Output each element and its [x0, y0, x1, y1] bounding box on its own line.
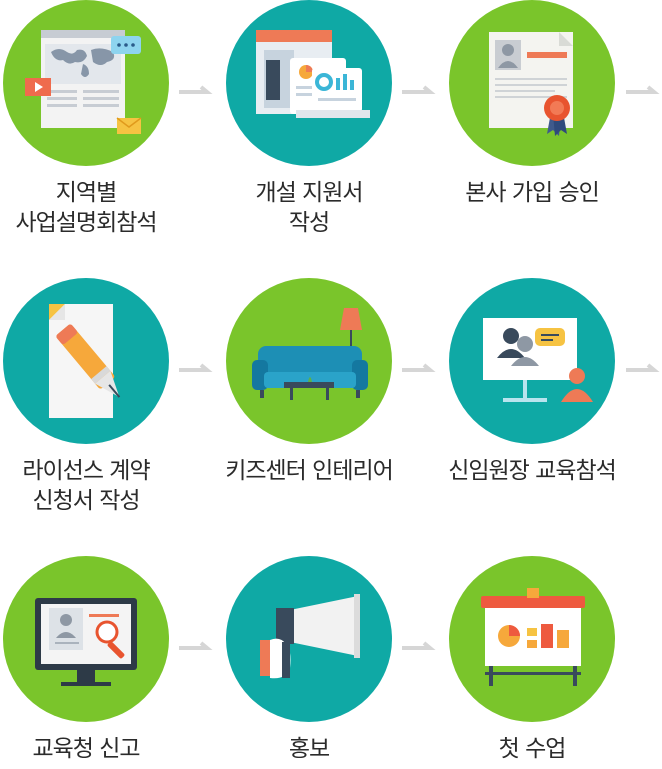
arrow-right-icon [400, 358, 440, 378]
arrow-right-icon [177, 358, 217, 378]
step-label: 첫 수업 [498, 736, 567, 762]
world-map-presentation-icon [3, 0, 169, 166]
step-label: 지역별 사업설명회참석 [15, 180, 157, 236]
megaphone-icon [226, 556, 392, 722]
arrow-right-icon [400, 636, 440, 656]
training-session-icon [449, 278, 615, 444]
presentation-board-icon [449, 556, 615, 722]
step-label: 본사 가입 승인 [465, 180, 600, 206]
monitor-search-icon [3, 556, 169, 722]
arrow-right-icon [177, 80, 217, 100]
step-label: 신임원장 교육참석 [448, 458, 617, 484]
sofa-interior-icon [226, 278, 392, 444]
certificate-approval-icon [449, 0, 615, 166]
arrow-right-icon [624, 358, 662, 378]
application-documents-icon [226, 0, 392, 166]
step-label: 키즈센터 인테리어 [225, 458, 394, 484]
step-label: 라이선스 계약 신청서 작성 [22, 458, 150, 514]
arrow-right-icon [624, 80, 662, 100]
step-label: 교육청 신고 [32, 736, 140, 762]
fountain-pen-contract-icon [3, 278, 169, 444]
step-label: 개설 지원서 작성 [255, 180, 363, 236]
arrow-right-icon [177, 636, 217, 656]
arrow-right-icon [400, 80, 440, 100]
step-label: 홍보 [288, 736, 330, 762]
